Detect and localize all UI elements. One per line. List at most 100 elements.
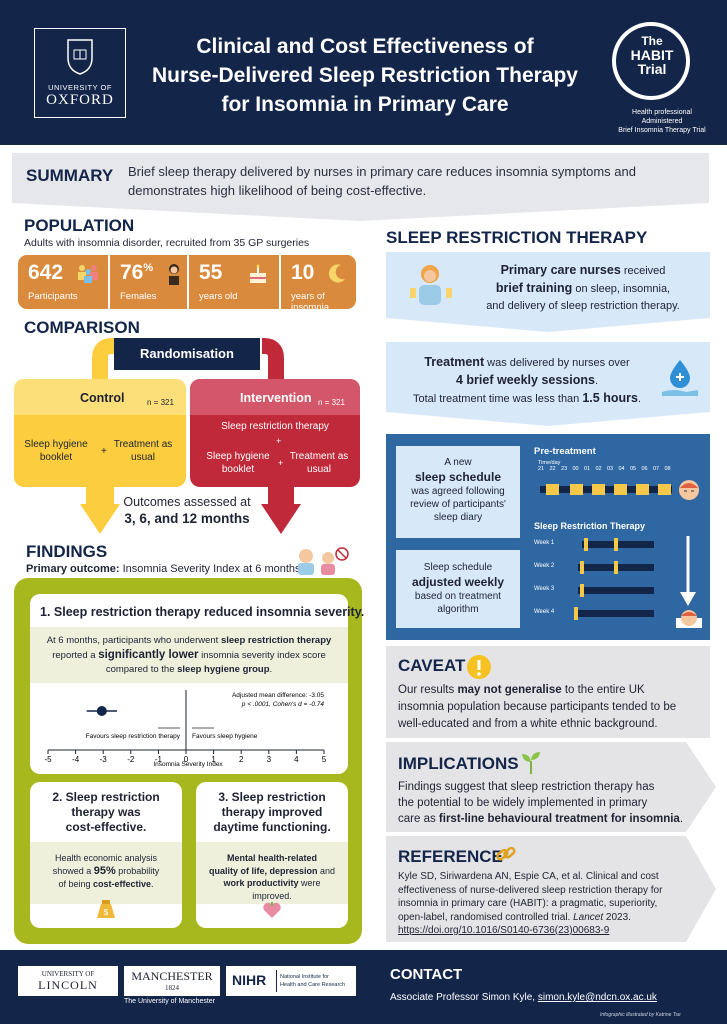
- schedule-adjust-box: [396, 550, 520, 628]
- manchester-year: 1824: [165, 984, 179, 992]
- lincoln-top: UNIVERSITY OF: [41, 970, 95, 978]
- finding-card-2-body-bg: [30, 842, 182, 904]
- finding-3-title-1: 3. Sleep restriction: [218, 790, 326, 804]
- habit-line-3: Trial: [637, 61, 667, 77]
- people-icon: [78, 265, 98, 283]
- outcomes-line-1: Outcomes assessed at: [123, 495, 251, 509]
- contact-email-link[interactable]: simon.kyle@ndcn.ox.ac.uk: [537, 992, 657, 1003]
- annotation-line-1: Adjusted mean difference: -3.05: [232, 692, 324, 699]
- comparison-heading: COMPARISON: [24, 318, 140, 337]
- caveat-body: Our results: [398, 684, 458, 696]
- contact-text: Associate Professor Simon Kyle, simon.ky…: [390, 992, 657, 1003]
- summary-arrow: [12, 203, 709, 221]
- control-plus: +: [101, 446, 107, 457]
- srt-text: .: [594, 375, 599, 387]
- stat-label: Females: [120, 291, 157, 302]
- contact-name: Associate Professor Simon Kyle,: [390, 992, 538, 1003]
- finding-1-text: compared to the: [105, 664, 178, 675]
- schedule-new-box: [396, 446, 520, 538]
- finding-2-title-2: therapy was: [71, 805, 141, 819]
- week-marker: [584, 538, 588, 551]
- finding-1-text: At 6 months, participants who underwent: [46, 635, 221, 646]
- nurse-patient-icon: [298, 547, 349, 575]
- pre-treatment-label: Pre-treatment: [534, 446, 596, 457]
- summary-text: Brief sleep therapy delivered by nurses …: [128, 162, 698, 200]
- srt-training-arrow: [386, 318, 710, 332]
- implications-body: .: [679, 813, 684, 825]
- finding-2-text: .: [151, 879, 154, 889]
- srt-treatment-arrow: [386, 412, 710, 426]
- week-label: Week 2: [534, 563, 555, 569]
- finding-1-bold: sleep hygiene group: [177, 664, 270, 675]
- schedule-adjust-text: Sleep schedule adjusted weekly based on …: [396, 561, 520, 616]
- intervention-header: [190, 379, 360, 415]
- finding-card-1: [30, 594, 348, 774]
- implications-body: care as: [398, 813, 439, 825]
- x-tick-label: -3: [100, 755, 108, 764]
- finding-1-text: insomnia severity index score: [198, 650, 326, 661]
- reference-body: effectiveness of nurse-delivered sleep r…: [398, 884, 663, 896]
- srt-schedule-label: Sleep Restriction Therapy: [534, 521, 646, 531]
- population-subtitle: Adults with insomnia disorder, recruited…: [24, 237, 310, 249]
- srt-treatment-box: [386, 342, 710, 412]
- schedule-bold: adjusted weekly: [411, 575, 505, 589]
- primary-outcome-value: Insomnia Severity Index at 6 months: [122, 563, 301, 575]
- reference-body: 2023.: [603, 911, 631, 923]
- week-sleep-bar: [574, 610, 654, 617]
- finding-2-text: Health economic analysis: [54, 853, 158, 863]
- finding-2-title-1: 2. Sleep restriction: [52, 790, 160, 804]
- manchester-logo: MANCHESTER 1824: [124, 966, 220, 996]
- finding-1-bold: significantly lower: [98, 649, 199, 661]
- week-label: Week 1: [534, 540, 555, 546]
- illustration-credit: Infographic illustrated by Katrine Tse: [600, 1012, 681, 1018]
- x-tick-label: -2: [127, 755, 135, 764]
- moon-icon: [328, 264, 345, 283]
- hour-tick: 07: [653, 466, 660, 472]
- estimate-point: [96, 706, 107, 716]
- outcomes-line-2: 3, 6, and 12 months: [124, 511, 250, 526]
- srt-bold: 1.5 hours: [582, 391, 638, 405]
- srt-text: Total treatment time was less than: [413, 393, 583, 405]
- heart-plant-icon: [263, 902, 281, 918]
- habit-moon-icon: [616, 26, 686, 96]
- down-arrow-icon: [680, 536, 696, 606]
- hour-tick: 04: [618, 466, 625, 472]
- primary-outcome-label: Primary outcome:: [26, 563, 120, 575]
- x-tick-label: 1: [211, 755, 216, 764]
- reference-link[interactable]: https://doi.org/10.1016/S0140-6736(23)00…: [398, 925, 610, 936]
- week-marker: [614, 561, 618, 574]
- srt-text: .: [637, 393, 641, 405]
- lincoln-bottom: LINCOLN: [38, 978, 98, 992]
- week-marker: [580, 561, 584, 574]
- annotation-line-2: p < .0001, Cohen's d = -0.74: [241, 701, 325, 708]
- stat-label: years of insomnia: [291, 291, 330, 309]
- srt-treatment-text: Treatment was delivered by nurses over 4…: [392, 354, 662, 408]
- stat-participants: 642 Participants: [18, 255, 108, 309]
- footer: [0, 950, 727, 1024]
- finding-3-bold: work productivity: [223, 878, 299, 888]
- title-line-2: Nurse-Delivered Sleep Restriction Therap…: [152, 64, 578, 87]
- finding-2-title-3: cost-effective.: [65, 820, 147, 834]
- schedule-bold: sleep schedule: [414, 470, 502, 484]
- x-tick-label: -1: [155, 755, 163, 764]
- cake-icon: [250, 264, 266, 283]
- caveat-text: Our results may not generalise to the en…: [398, 682, 706, 733]
- hour-tick: 22: [549, 466, 556, 472]
- link-icon: [496, 846, 516, 861]
- nihr-line-2: Health and Care Research: [280, 982, 346, 988]
- seedling-icon: [522, 752, 540, 774]
- control-item-1: Sleep hygiene booklet: [24, 439, 88, 463]
- week-marker: [580, 584, 584, 597]
- week-label: Week 4: [534, 609, 555, 615]
- finding-3-bold: quality of life, depression: [208, 865, 318, 876]
- hour-tick: 21: [538, 466, 545, 472]
- implications-heading: IMPLICATIONS: [398, 754, 519, 773]
- finding-2-text: probability: [115, 866, 160, 876]
- outcomes-text: Outcomes assessed at 3, 6, and 12 months: [112, 495, 262, 526]
- header-banner: [0, 0, 727, 145]
- schedule-text: Sleep schedule: [423, 562, 493, 573]
- reference-body: open-label, randomised controlled trial.: [398, 911, 574, 923]
- svg-text:$: $: [104, 908, 109, 917]
- srt-training-text: Primary care nurses received brief train…: [470, 262, 696, 315]
